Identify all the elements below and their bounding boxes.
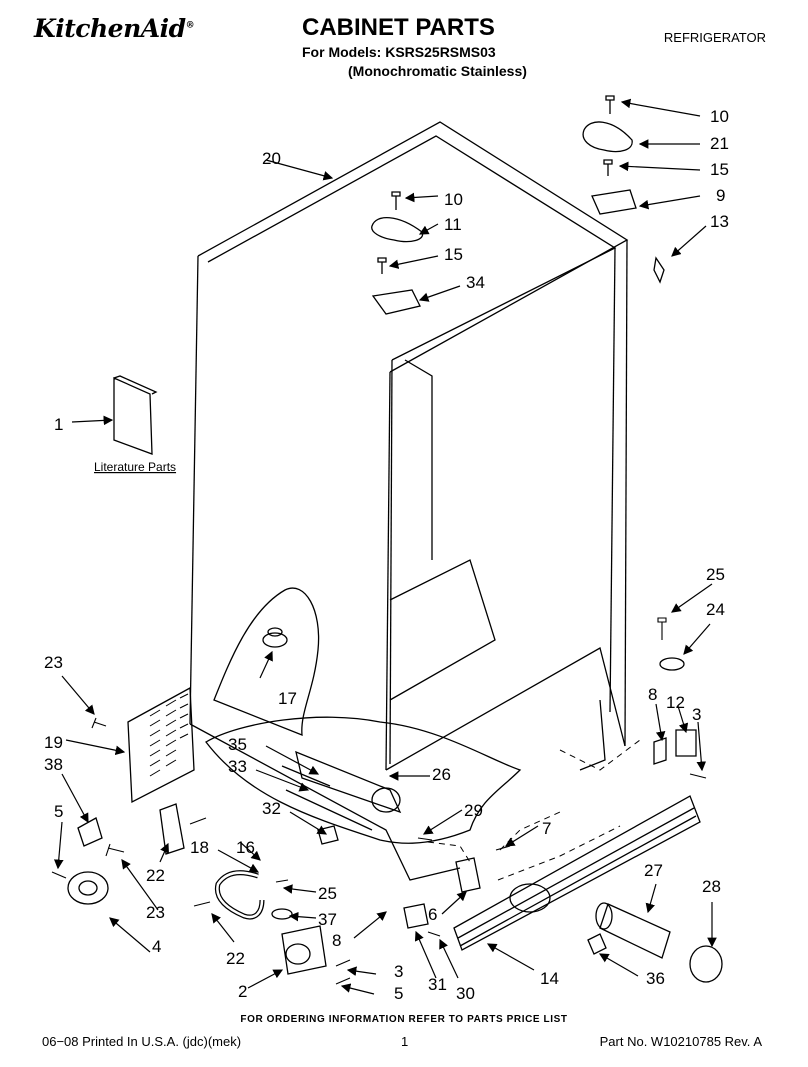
callout-26: 26 — [432, 765, 451, 784]
callout-24: 24 — [706, 600, 725, 619]
drain-heater-26 — [295, 750, 402, 814]
hinge-21 — [582, 121, 633, 153]
print-info: 06−08 Printed In U.S.A. (jdc)(mek) — [42, 1034, 242, 1049]
callout-9: 9 — [716, 186, 725, 205]
callout-10b: 10 — [444, 190, 463, 209]
category-label: REFRIGERATOR — [663, 30, 766, 45]
callout-3b: 3 — [394, 962, 403, 981]
callout-28: 28 — [702, 877, 721, 896]
callout-34: 34 — [466, 273, 485, 292]
callout-23b: 23 — [146, 903, 165, 922]
base-grille-14 — [453, 795, 701, 951]
page-number: 1 — [401, 1034, 409, 1049]
callout-13: 13 — [710, 212, 729, 231]
callout-22b: 22 — [226, 949, 245, 968]
rear-panel-19 — [127, 686, 195, 804]
callout-15b: 15 — [444, 245, 463, 264]
callout-5b: 5 — [394, 984, 403, 1003]
callout-32: 32 — [262, 799, 281, 818]
callout-11: 11 — [444, 215, 462, 234]
variant-line: (Monochromatic Stainless) — [348, 63, 527, 79]
callout-36: 36 — [646, 969, 665, 988]
callout-35: 35 — [228, 735, 247, 754]
rear-roller-2 — [281, 925, 327, 975]
bracket-6 — [455, 857, 481, 893]
callout-27: 27 — [644, 861, 663, 880]
hinge-plate-34 — [371, 289, 421, 315]
callout-33: 33 — [228, 757, 247, 776]
callout-17: 17 — [278, 689, 297, 708]
cabinet-shell-drawing — [189, 121, 629, 881]
filter-cap-28 — [689, 945, 723, 983]
callout-10: 10 — [710, 107, 729, 126]
callout-37: 37 — [318, 910, 337, 929]
hinge-plate-9 — [591, 189, 637, 215]
hinge-11 — [371, 216, 424, 243]
condenser-motor-4 — [67, 871, 109, 905]
callout-8b: 8 — [332, 931, 341, 950]
callout-1: 1 — [54, 415, 63, 434]
callout-18: 18 — [190, 838, 209, 857]
callout-14: 14 — [540, 969, 559, 988]
washer-24 — [659, 657, 685, 671]
callout-29: 29 — [464, 801, 483, 820]
callout-25: 25 — [706, 565, 725, 584]
part-number: Part No. W10210785 Rev. A — [599, 1034, 762, 1049]
callout-5: 5 — [54, 802, 63, 821]
literature-parts-label: Literature Parts — [94, 460, 176, 474]
models-line: For Models: KSRS25RSMS03 — [302, 44, 496, 60]
callout-2: 2 — [238, 982, 247, 1001]
callout-23: 23 — [44, 653, 63, 672]
callout-22: 22 — [146, 866, 165, 885]
bracket-31 — [403, 903, 429, 929]
callout-15: 15 — [710, 160, 729, 179]
brand-logo: KitchenAid® — [34, 14, 195, 43]
callout-8: 8 — [648, 685, 657, 704]
callout-21: 21 — [710, 134, 729, 153]
leveler-12 — [675, 729, 697, 757]
callout-20: 20 — [262, 149, 281, 168]
callout-31: 31 — [428, 975, 447, 994]
water-filter-27 — [599, 903, 671, 959]
callout-12: 12 — [666, 693, 685, 712]
callout-7: 7 — [542, 819, 551, 838]
page-title: CABINET PARTS — [302, 14, 495, 41]
callout-38: 38 — [44, 755, 63, 774]
callout-19: 19 — [44, 733, 63, 752]
callout-4: 4 — [152, 937, 161, 956]
callout-25b: 25 — [318, 884, 337, 903]
callout-30: 30 — [456, 984, 475, 1003]
ordering-note: FOR ORDERING INFORMATION REFER TO PARTS … — [240, 1014, 568, 1025]
callout-3: 3 — [692, 705, 701, 724]
literature-booklet — [113, 375, 158, 455]
cutaway-26 — [205, 716, 522, 844]
callout-6: 6 — [428, 905, 437, 924]
callout-16: 16 — [236, 838, 255, 857]
cutaway-17 — [213, 587, 320, 736]
